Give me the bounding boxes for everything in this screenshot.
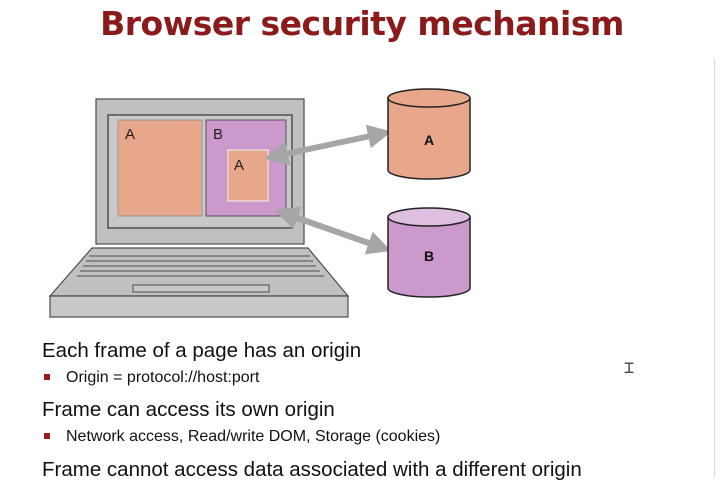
- frame-a-label: A: [125, 126, 135, 143]
- sub-bullet-item: Network access, Read/write DOM, Storage …: [42, 424, 712, 450]
- bullet-item: Frame can access its own origin: [42, 398, 335, 421]
- sub-bullet-text: Origin = protocol://host:port: [66, 369, 260, 386]
- sub-bullet-text: Network access, Read/write DOM, Storage …: [66, 428, 441, 445]
- text-cursor-icon: ⌶: [624, 358, 635, 378]
- nested-frame-a-label: A: [234, 157, 244, 174]
- database-a-icon: [387, 88, 471, 180]
- laptop-base-edge: [49, 295, 349, 318]
- frame-b-label: B: [213, 126, 223, 143]
- slide-title: Browser security mechanism: [100, 4, 624, 43]
- nested-frame-a: [227, 149, 269, 202]
- keyboard-keys: [77, 255, 324, 277]
- database-b-label: B: [424, 248, 434, 264]
- bullet-marker-icon: [44, 374, 50, 380]
- laptop-touchpad: [132, 284, 270, 293]
- frame-a: [117, 119, 203, 217]
- slide-edge-divider: [714, 58, 715, 478]
- arrow-to-origin-a: [264, 124, 392, 166]
- sub-bullet-item: Origin = protocol://host:port: [42, 365, 712, 391]
- database-b-icon: [387, 207, 471, 298]
- bullet-list: Each frame of a page has an origin Origi…: [42, 337, 712, 484]
- bullet-marker-icon: [44, 433, 50, 439]
- database-a-label: A: [424, 132, 434, 148]
- bullet-item: Each frame of a page has an origin: [42, 339, 362, 362]
- browser-security-diagram: A B A A B: [48, 88, 471, 318]
- arrow-to-origin-b: [274, 206, 392, 255]
- bullet-item: Frame cannot access data associated with…: [42, 458, 582, 481]
